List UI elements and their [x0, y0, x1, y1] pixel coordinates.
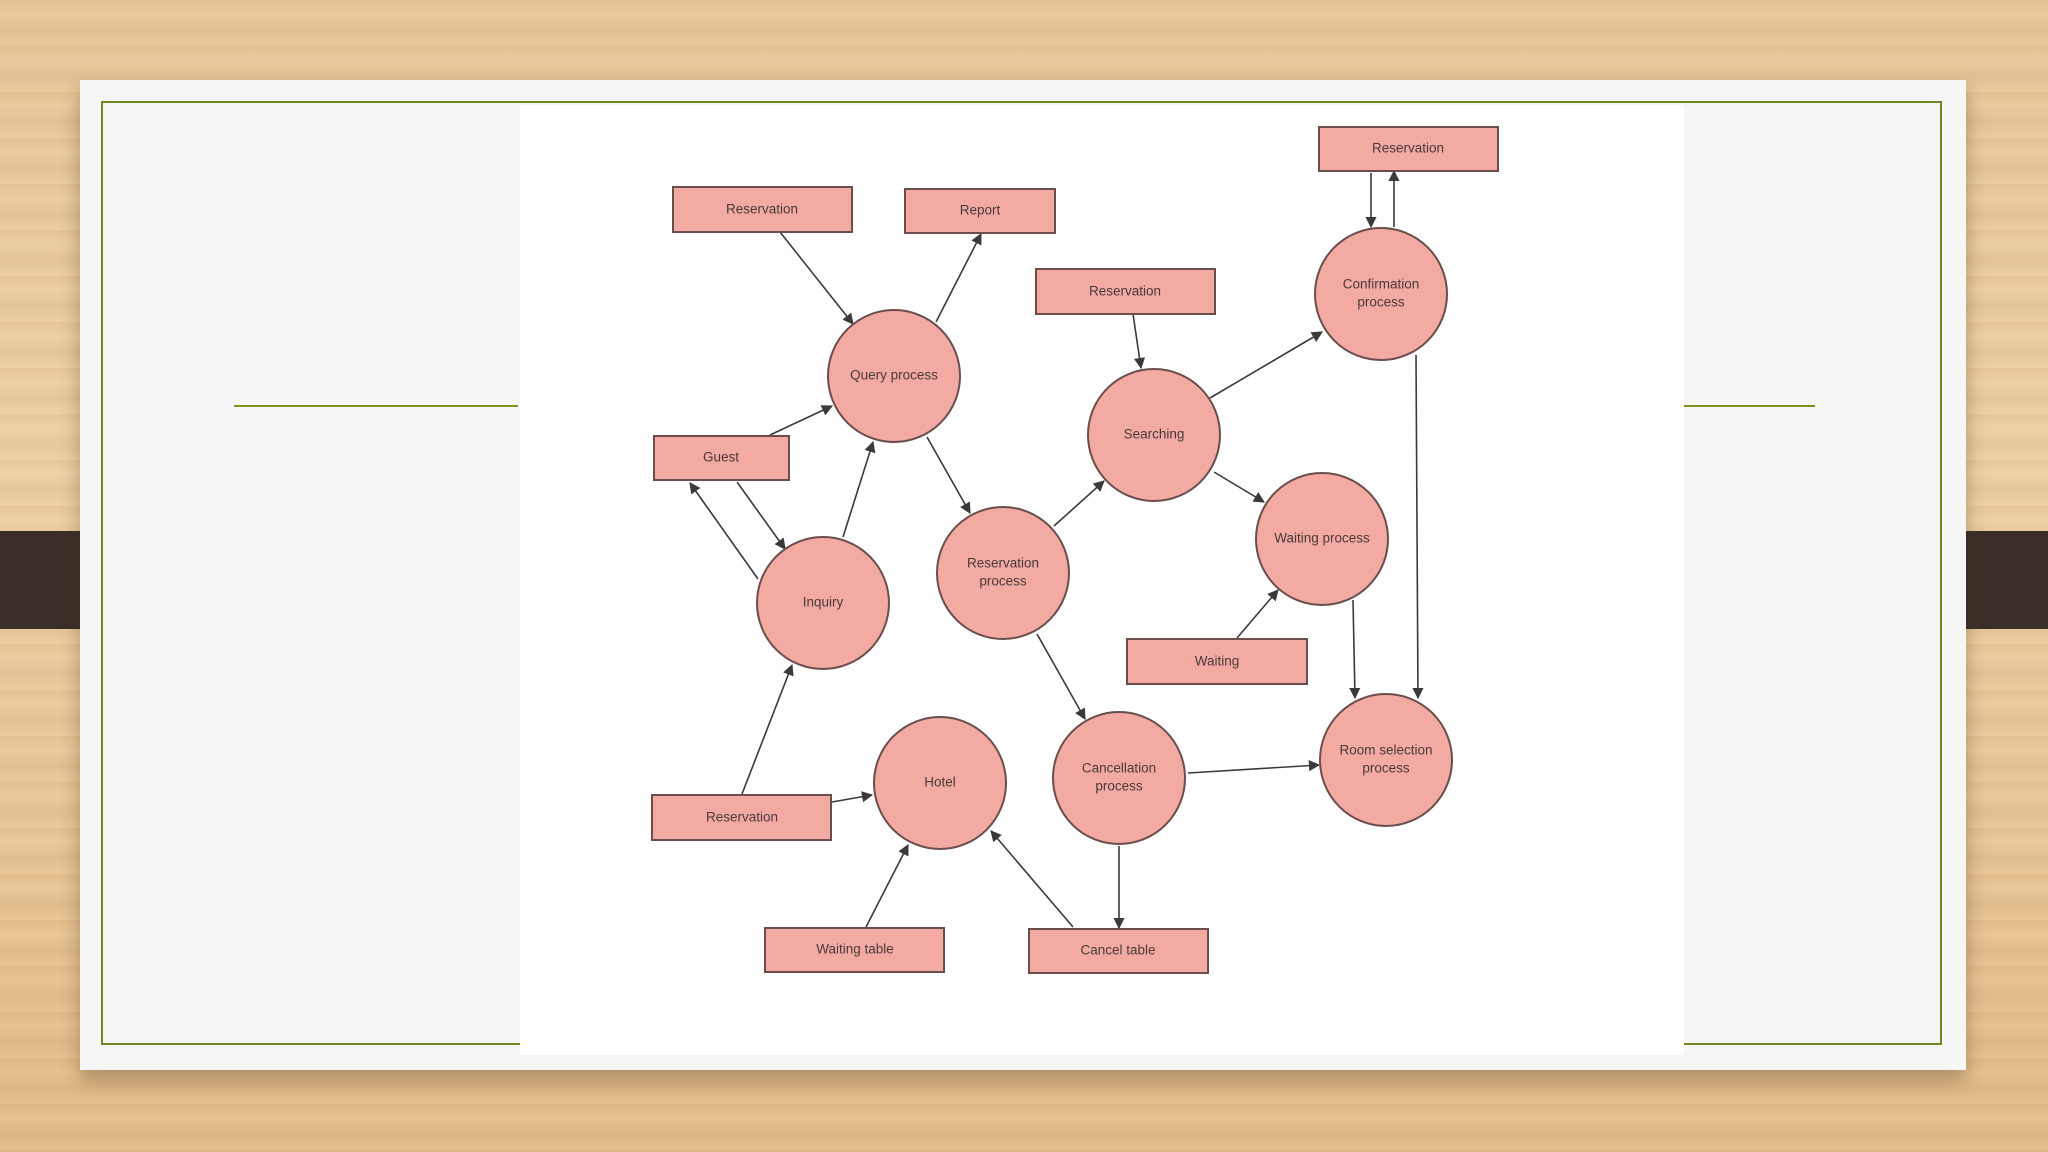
entity-reservation-mid: Reservation — [1035, 268, 1216, 315]
process-confirmation: Confirmation process — [1314, 227, 1448, 361]
title-rule-left — [234, 405, 518, 407]
process-searching: Searching — [1087, 368, 1221, 502]
process-label-line2: process — [979, 574, 1027, 589]
entity-guest: Guest — [653, 435, 790, 481]
edge-searching-to-confirmation — [1209, 331, 1323, 399]
process-label-line2: process — [1357, 295, 1405, 310]
edge-searching-to-waiting-process — [1213, 471, 1265, 503]
edge-reservation-process-to-cancellation — [1036, 633, 1086, 720]
entity-label: Cancel table — [1080, 943, 1155, 958]
entity-label: Waiting table — [816, 942, 894, 957]
process-label-line1: Waiting process — [1274, 531, 1370, 546]
process-label-line1: Query process — [850, 368, 938, 383]
entity-label: Waiting — [1195, 654, 1240, 669]
process-label-line1: Inquiry — [803, 595, 844, 610]
process-label-line1: Cancellation — [1082, 761, 1156, 776]
edge-waiting-process-to-room-selection — [1349, 599, 1361, 700]
entity-label: Reservation — [1089, 284, 1161, 299]
process-waiting: Waiting process — [1255, 472, 1389, 606]
edge-waiting-table-to-hotel — [865, 844, 909, 928]
process-label-line2: process — [1095, 779, 1143, 794]
process-label-line1: Room selection — [1339, 743, 1432, 758]
entity-label: Report — [960, 203, 1001, 218]
entity-reservation-top-left: Reservation — [672, 186, 853, 233]
process-room-selection: Room selection process — [1319, 693, 1453, 827]
edge-guest-to-query — [769, 405, 834, 436]
edge-guest-to-inquiry — [736, 481, 786, 550]
process-query: Query process — [827, 309, 961, 443]
entity-report: Report — [904, 188, 1056, 234]
edge-reservation-to-inquiry — [741, 663, 794, 795]
edges — [689, 169, 1424, 930]
process-inquiry: Inquiry — [756, 536, 890, 670]
title-rule-right — [1684, 405, 1815, 407]
edge-waiting-to-waiting-process — [1236, 589, 1279, 639]
edge-query-to-report — [935, 233, 982, 323]
entity-reservation-top-right: Reservation — [1318, 126, 1499, 172]
entity-reservation-bottom-left: Reservation — [651, 794, 832, 841]
entity-cancel-table: Cancel table — [1028, 928, 1209, 974]
edge-reservation-to-query — [779, 231, 854, 325]
entity-label: Reservation — [726, 202, 798, 217]
edge-cancellation-to-room-selection — [1187, 760, 1321, 774]
entity-label: Reservation — [706, 810, 778, 825]
edge-reservation-to-hotel — [831, 791, 874, 803]
process-hotel: Hotel — [873, 716, 1007, 850]
process-cancellation: Cancellation process — [1052, 711, 1186, 845]
entity-label: Reservation — [1372, 141, 1444, 156]
edge-cancel-table-to-hotel — [990, 830, 1074, 928]
process-label-line1: Reservation — [967, 556, 1039, 571]
entity-waiting: Waiting — [1126, 638, 1308, 685]
entity-waiting-table: Waiting table — [764, 927, 945, 973]
diagram-panel — [520, 105, 1684, 1055]
process-label-line1: Hotel — [924, 775, 956, 790]
process-label-line1: Searching — [1124, 427, 1185, 442]
process-label-line2: process — [1362, 761, 1410, 776]
slide — [80, 80, 1966, 1070]
entity-label: Guest — [703, 450, 739, 465]
edge-reservation-to-searching — [1132, 313, 1146, 370]
process-reservation: Reservation process — [936, 506, 1070, 640]
edge-inquiry-to-guest — [689, 482, 759, 580]
edge-confirmation-to-room-selection — [1412, 354, 1424, 700]
edge-inquiry-to-query — [842, 440, 876, 538]
edge-reservation-process-to-searching — [1053, 480, 1105, 527]
process-label-line1: Confirmation — [1343, 277, 1420, 292]
edge-query-to-reservation-process — [926, 436, 971, 514]
